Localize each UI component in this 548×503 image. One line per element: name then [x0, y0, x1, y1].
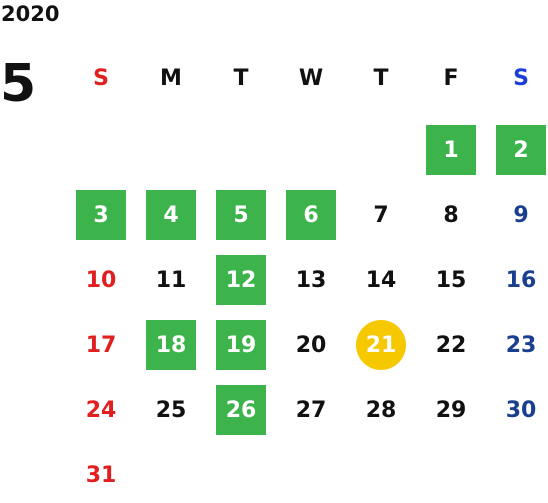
day-cell-17[interactable]: 17: [85, 332, 117, 358]
day-cell-12[interactable]: 12: [216, 255, 266, 305]
day-cell-10[interactable]: 10: [85, 267, 117, 293]
year-label: 2020: [1, 2, 60, 26]
day-cell-20[interactable]: 20: [295, 332, 327, 358]
day-cell-24[interactable]: 24: [85, 397, 117, 423]
weekday-wed: W: [298, 66, 324, 91]
day-cell-31[interactable]: 31: [85, 462, 117, 488]
weekday-sun: S: [93, 66, 109, 91]
day-cell-11[interactable]: 11: [155, 267, 187, 293]
day-cell-8[interactable]: 8: [443, 202, 459, 228]
day-cell-16[interactable]: 16: [505, 267, 537, 293]
day-cell-29[interactable]: 29: [435, 397, 467, 423]
month-number: 5: [0, 54, 37, 114]
weekday-sat: S: [513, 66, 529, 91]
day-cell-28[interactable]: 28: [365, 397, 397, 423]
day-cell-today[interactable]: 21: [356, 320, 406, 370]
day-cell-6[interactable]: 6: [286, 190, 336, 240]
day-cell-13[interactable]: 13: [295, 267, 327, 293]
day-cell-25[interactable]: 25: [155, 397, 187, 423]
day-cell-7[interactable]: 7: [373, 202, 389, 228]
day-cell-5[interactable]: 5: [216, 190, 266, 240]
day-cell-14[interactable]: 14: [365, 267, 397, 293]
day-cell-27[interactable]: 27: [295, 397, 327, 423]
weekday-mon: M: [160, 66, 182, 91]
day-cell-15[interactable]: 15: [435, 267, 467, 293]
weekday-thu: T: [373, 66, 389, 91]
day-cell-30[interactable]: 30: [505, 397, 537, 423]
weekday-tue: T: [233, 66, 249, 91]
day-cell-19[interactable]: 19: [216, 320, 266, 370]
day-cell-4[interactable]: 4: [146, 190, 196, 240]
day-cell-23[interactable]: 23: [505, 332, 537, 358]
day-cell-1[interactable]: 1: [426, 125, 476, 175]
day-cell-18[interactable]: 18: [146, 320, 196, 370]
weekday-fri: F: [443, 66, 459, 91]
day-cell-9[interactable]: 9: [513, 202, 529, 228]
day-cell-22[interactable]: 22: [435, 332, 467, 358]
day-cell-3[interactable]: 3: [76, 190, 126, 240]
day-cell-26[interactable]: 26: [216, 385, 266, 435]
day-cell-2[interactable]: 2: [496, 125, 546, 175]
